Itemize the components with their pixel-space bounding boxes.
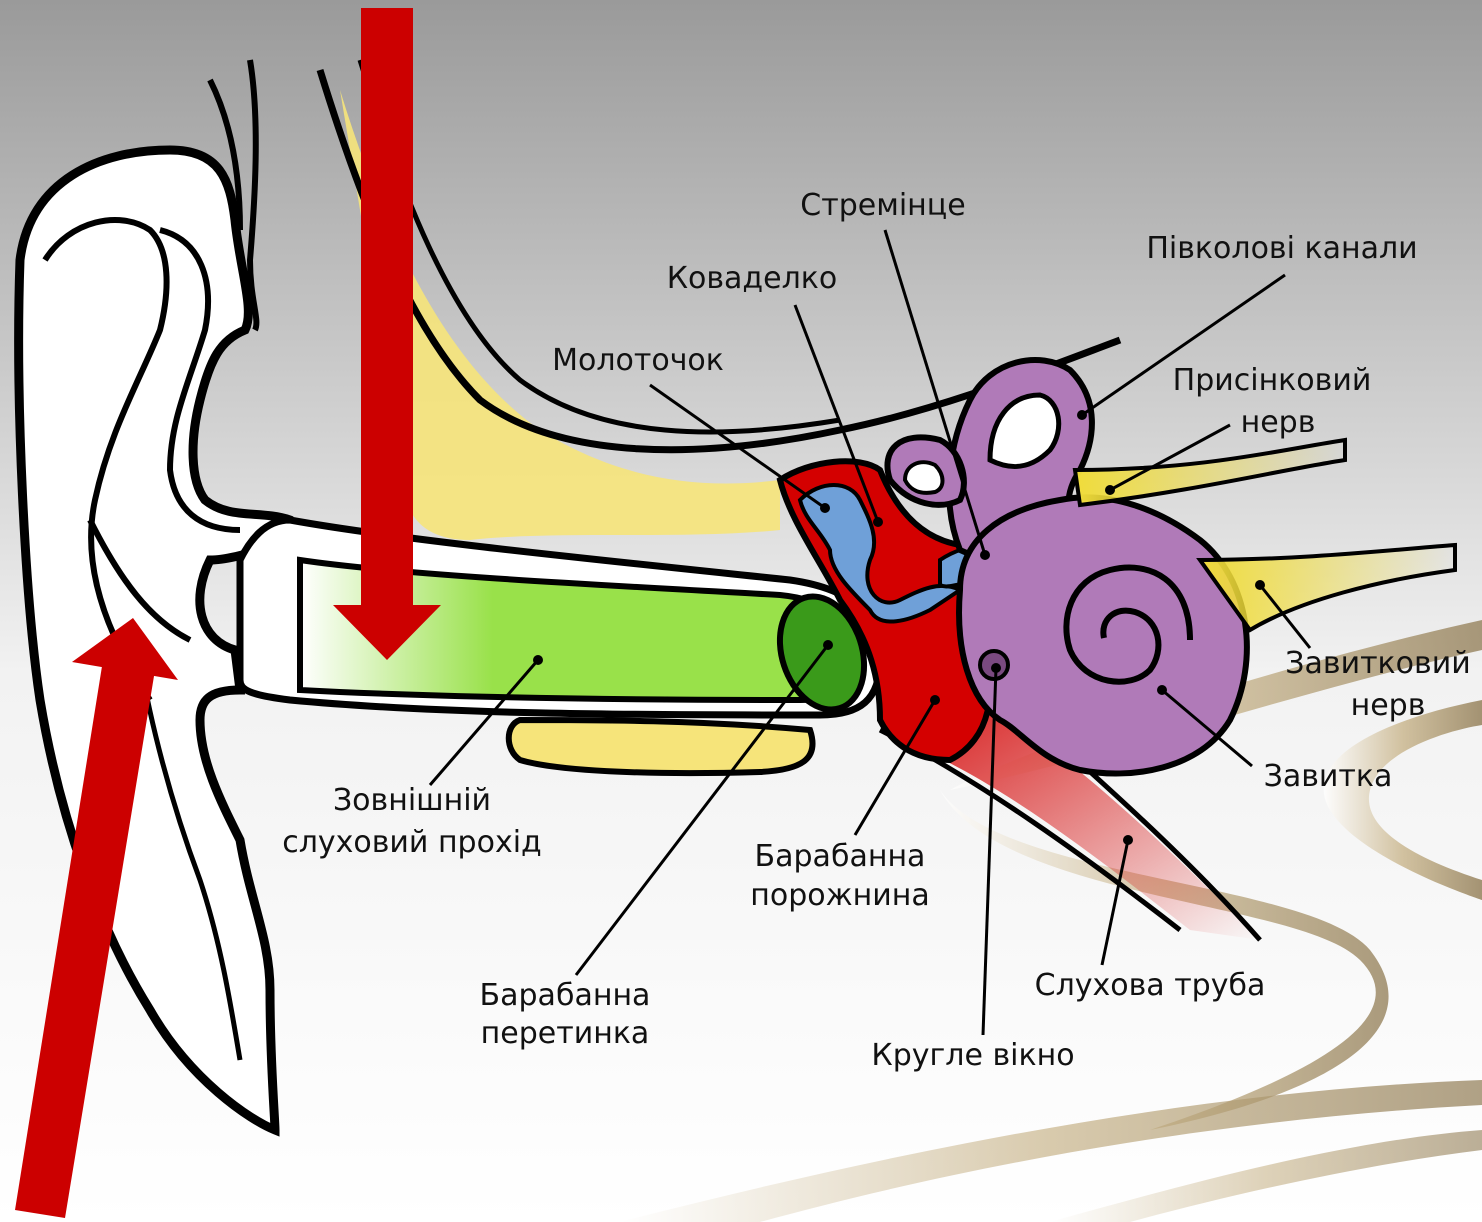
label-ear-canal-line1: Зовнішній: [333, 783, 491, 818]
label-cochlear-nerve-line2: нерв: [1351, 688, 1426, 723]
label-cochlea: Завитка: [1264, 759, 1393, 794]
label-semicircular-canals: Півколові канали: [1146, 231, 1417, 266]
label-eustachian-tube: Слухова труба: [1035, 968, 1266, 1003]
label-eardrum-line2: перетинка: [481, 1016, 650, 1051]
label-vestibular-nerve-line1: Присінковий: [1173, 363, 1372, 398]
label-tympanic-cavity-line2: порожнина: [750, 878, 930, 913]
label-tympanic-cavity-line1: Барабанна: [755, 839, 926, 874]
arrow-down-shaft: [361, 8, 413, 608]
label-cochlear-nerve-line1: Завитковий: [1285, 646, 1470, 681]
label-vestibular-nerve-line2: нерв: [1241, 405, 1316, 440]
label-eardrum-line1: Барабанна: [480, 978, 651, 1013]
label-round-window: Кругле вікно: [871, 1038, 1074, 1073]
label-incus: Коваделко: [667, 261, 838, 296]
label-malleus: Молоточок: [552, 343, 724, 378]
label-ear-canal-line2: слуховий прохід: [282, 825, 542, 860]
label-stapes: Стремінце: [800, 188, 965, 223]
